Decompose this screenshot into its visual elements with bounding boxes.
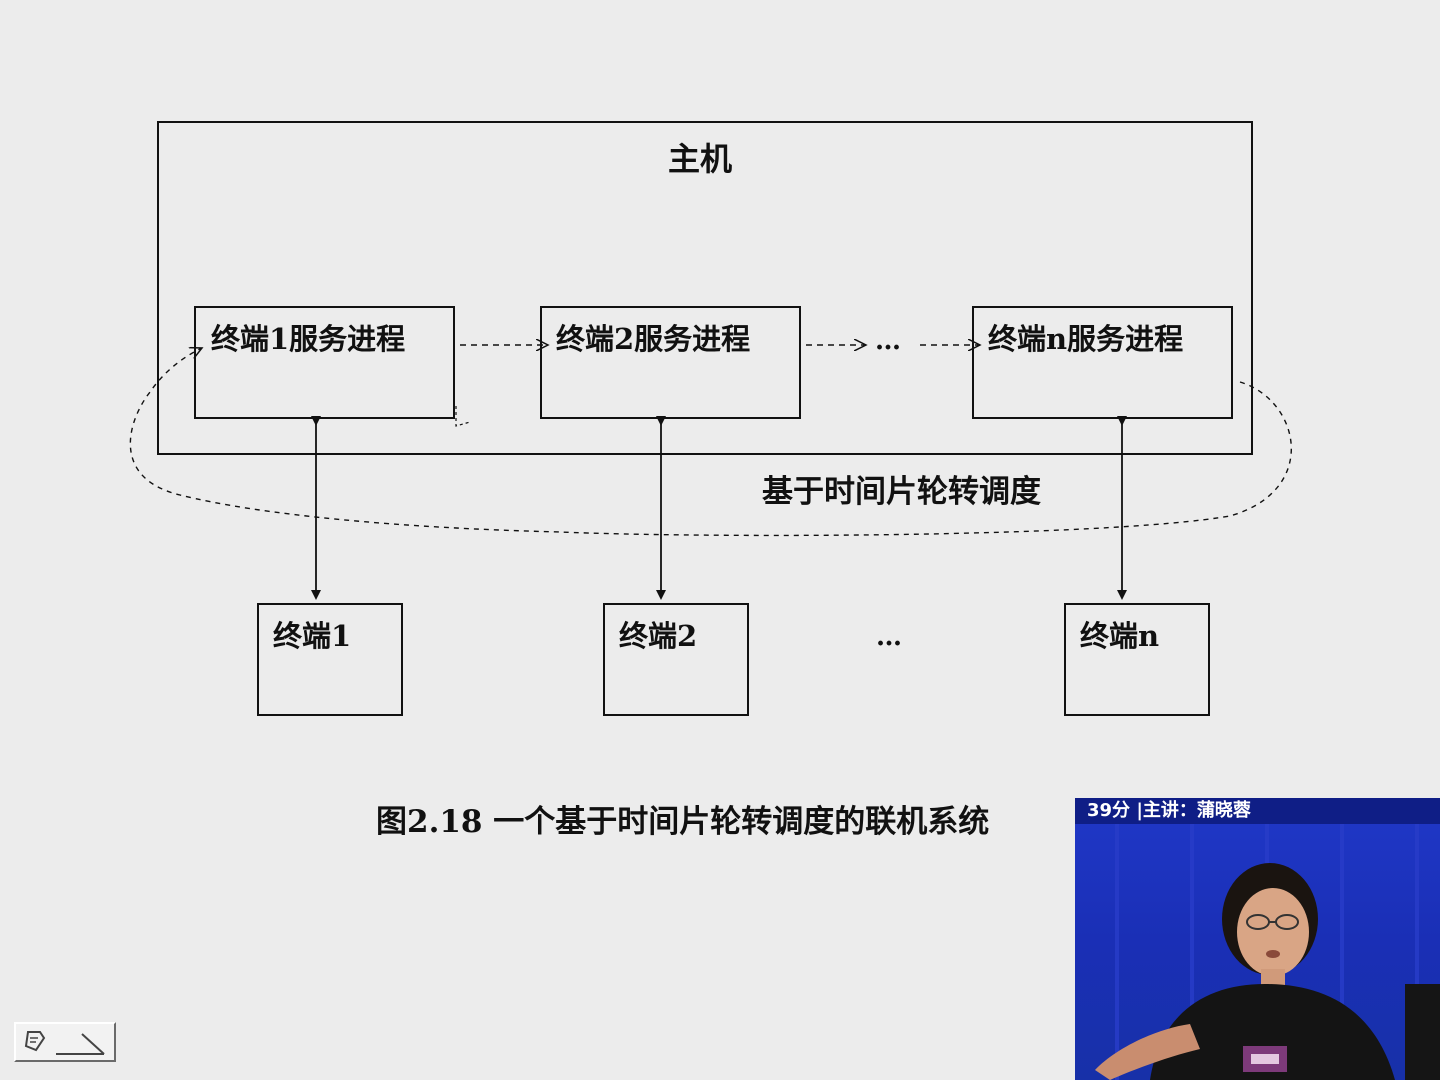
backdrop-stripe: [1190, 824, 1194, 1080]
process-box-2: [540, 306, 801, 419]
video-banner: 39分 |主讲：蒲晓蓉: [1075, 798, 1440, 824]
process-label-2: 终端2服务进程: [556, 322, 751, 356]
slide-nav-widget[interactable]: [14, 1022, 116, 1062]
terminal-label-n: 终端n: [1080, 619, 1160, 653]
terminal-box-n: [1064, 603, 1210, 716]
host-title: 主机: [668, 140, 733, 178]
backdrop-stripe: [1415, 824, 1419, 1080]
host-box: [157, 121, 1253, 455]
figure-caption: 图2.18 一个基于时间片轮转调度的联机系统: [376, 804, 990, 840]
round-robin-loop: [129, 348, 1292, 537]
terminal-label-1: 终端1: [273, 619, 352, 653]
backdrop-stripe: [1115, 824, 1119, 1080]
terminal-ellipsis: …: [876, 622, 903, 652]
process-box-n: [972, 306, 1233, 419]
process-ellipsis: …: [875, 326, 902, 356]
process-label-1: 终端1服务进程: [211, 322, 406, 356]
arrow-tool-icon[interactable]: [56, 1033, 105, 1055]
scheduling-label: 基于时间片轮转调度: [762, 474, 1041, 510]
process-box-1: [194, 306, 455, 419]
presenter-video: 39分 |主讲：蒲晓蓉: [1075, 798, 1440, 1080]
process-label-n: 终端n服务进程: [988, 322, 1184, 356]
terminal-label-2: 终端2: [619, 619, 698, 653]
backdrop-stripe: [1340, 824, 1344, 1080]
presenter-silhouette: [1095, 863, 1440, 1080]
terminal-box-2: [603, 603, 749, 716]
loop-tail-hook: [455, 406, 471, 427]
pen-tool-icon[interactable]: [24, 1031, 46, 1052]
terminal-box-1: [257, 603, 403, 716]
